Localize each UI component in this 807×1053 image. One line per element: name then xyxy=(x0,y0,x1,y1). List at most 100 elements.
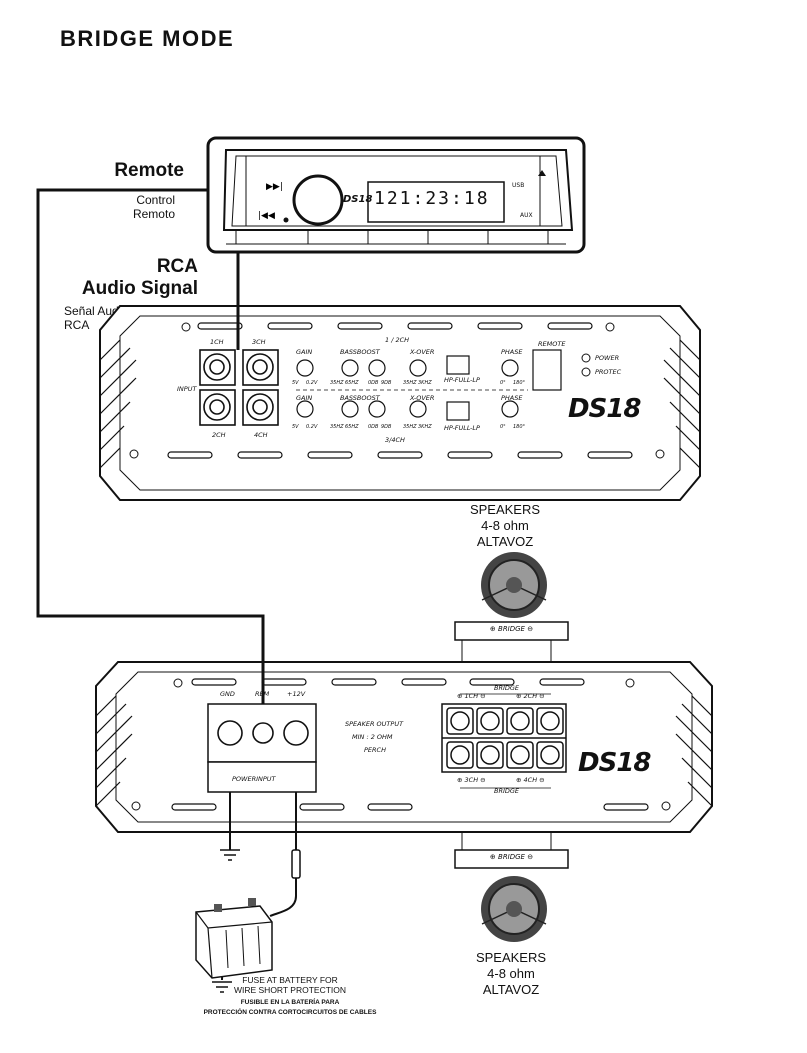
fuse-icon xyxy=(291,849,301,879)
bridge-bottom-terminal-label: BRIDGE xyxy=(494,787,520,795)
bridge-text-top: BRIDGE xyxy=(498,625,525,633)
ch1-terminal: ⊕ 1CH ⊖ xyxy=(457,692,486,700)
hp-full-lp-bottom: HP-FULL-LP xyxy=(444,424,480,432)
per-ch-label: PERCH xyxy=(364,746,386,754)
speaker-bottom xyxy=(481,876,547,942)
bass-db-max-top: 9DB xyxy=(381,380,392,386)
hp-full-lp-top: HP-FULL-LP xyxy=(444,376,480,384)
section-3-4ch: 3/4CH xyxy=(385,436,405,444)
prev-track-icon: |◀◀ xyxy=(258,211,275,221)
rem-label: REM xyxy=(255,690,270,698)
ch3-label: 3CH xyxy=(464,776,479,784)
gain-max-top: 0.2V xyxy=(306,380,318,386)
speakers-top-line1: SPEAKERS xyxy=(469,502,541,517)
control-knobs xyxy=(296,359,519,418)
ch-label-2: 2CH xyxy=(212,431,226,439)
remote-sub2: Remoto xyxy=(132,207,175,221)
remote-label-group: Remote xyxy=(90,160,184,182)
bass-db-max-bottom: 9DB xyxy=(381,424,392,430)
ch-label-4: 4CH xyxy=(254,431,268,439)
amp-top-logo: DS18 xyxy=(568,394,641,424)
bridge-box-bottom xyxy=(454,849,569,869)
protect-led-label: PROTEC xyxy=(595,368,622,376)
speaker-output-label: SPEAKER OUTPUT xyxy=(345,720,404,728)
phase-min-bottom: 0° xyxy=(500,424,506,430)
bass-freq-min-bottom: 35HZ xyxy=(330,424,344,430)
speakers-bottom-caption: SPEAKERS 4-8 ohm ALTAVOZ xyxy=(461,950,561,998)
bass-freq-min-top: 35HZ xyxy=(330,380,344,386)
amplifier-bottom xyxy=(95,661,713,833)
input-label: INPUT xyxy=(177,385,197,393)
bridge-text-bottom: BRIDGE xyxy=(498,853,525,861)
fuse-note-es1: FUSIBLE EN LA BATERÍA PARA xyxy=(240,999,340,1006)
remote-port xyxy=(532,349,562,391)
phase-min-top: 0° xyxy=(500,380,506,386)
eject-icon xyxy=(538,170,546,176)
xover-min-bottom: 35HZ xyxy=(403,424,417,430)
remote-sub-label: Control Remoto xyxy=(100,193,175,221)
ch2-terminal: ⊕ 2CH ⊖ xyxy=(516,692,545,700)
bass-freq-max-bottom: 65HZ xyxy=(345,424,359,430)
ground-symbol xyxy=(220,849,240,861)
speakers-bottom-line1: SPEAKERS xyxy=(475,950,547,965)
remote-label: Remote xyxy=(114,160,184,181)
head-unit-logo: DS18 xyxy=(343,194,373,205)
rca-label-2: Audio Signal xyxy=(81,278,198,299)
bridge-box-top-label: ⊕ BRIDGE ⊖ xyxy=(489,625,534,633)
rca-label: RCA Audio Signal xyxy=(60,256,198,300)
speakers-bottom-line2: 4-8 ohm xyxy=(487,966,535,981)
phase-label-bottom: PHASE xyxy=(501,394,523,402)
gain-min-bottom: 5V xyxy=(292,424,299,430)
rca-sub2: RCA xyxy=(64,318,90,332)
speakers-top-caption: SPEAKERS 4-8 ohm ALTAVOZ xyxy=(455,502,555,550)
gnd-label: GND xyxy=(220,690,235,698)
ch4-terminal: ⊕ 4CH ⊖ xyxy=(516,776,545,784)
phase-max-top: 180° xyxy=(513,380,526,386)
min-ohm-label: MIN : 2 OHM xyxy=(352,733,393,741)
usb-label: USB xyxy=(512,182,525,189)
power-input-label: POWERINPUT xyxy=(232,775,276,783)
page-title: BRIDGE MODE xyxy=(60,26,235,51)
fuse-note-en2: WIRE SHORT PROTECTION xyxy=(233,985,347,995)
xover-label-top: X-OVER xyxy=(410,348,435,356)
xover-max-top: 3KHZ xyxy=(418,380,432,386)
bridge-box-bottom-label: ⊕ BRIDGE ⊖ xyxy=(489,853,534,861)
bass-freq-max-top: 65HZ xyxy=(345,380,359,386)
amp-bottom-logo: DS18 xyxy=(578,748,651,778)
head-unit-display: 121:23:18 xyxy=(374,188,490,209)
xover-min-top: 35HZ xyxy=(403,380,417,386)
bass-db-min-top: 0DB xyxy=(368,380,379,386)
head-unit: ▶▶| |◀◀ xyxy=(206,136,586,254)
remote-sub1: Control xyxy=(136,193,175,207)
speaker-top xyxy=(481,552,547,618)
aux-label: AUX xyxy=(520,212,533,219)
phase-max-bottom: 180° xyxy=(513,424,526,430)
battery-icon xyxy=(195,898,273,979)
ch-label-3: 3CH xyxy=(252,338,266,346)
speakers-bottom-line3: ALTAVOZ xyxy=(482,982,540,997)
fuse-note-en1: FUSE AT BATTERY FOR xyxy=(242,975,338,985)
gain-min-top: 5V xyxy=(292,380,299,386)
xover-max-bottom: 3KHZ xyxy=(418,424,432,430)
plus12v-label: +12V xyxy=(287,690,306,698)
gain-label-bottom: GAIN xyxy=(296,394,313,402)
speakers-top-line3: ALTAVOZ xyxy=(476,534,534,549)
gain-label-top: GAIN xyxy=(296,348,313,356)
bridge-box-top xyxy=(454,621,569,641)
rca-jacks xyxy=(199,349,279,426)
bassboost-label-bottom: BASSBOOST xyxy=(340,394,380,402)
remote-port-label: REMOTE xyxy=(538,340,566,348)
section-1-2ch: 1 / 2CH xyxy=(385,336,410,344)
bridge-top-terminal-label: BRIDGE xyxy=(494,684,520,692)
xover-label-bottom: X-OVER xyxy=(410,394,435,402)
speakers-top-line2: 4-8 ohm xyxy=(481,518,529,533)
ch3-terminal: ⊕ 3CH ⊖ xyxy=(457,776,486,784)
ch-label-1: 1CH xyxy=(210,338,224,346)
ch4-label: 4CH xyxy=(523,776,538,784)
fuse-note-es2: PROTECCIÓN CONTRA CORTOCIRCUITOS DE CABL… xyxy=(203,1009,377,1016)
ch1-label: 1CH xyxy=(464,692,479,700)
next-track-icon: ▶▶| xyxy=(266,182,283,192)
rca-label-1: RCA xyxy=(156,256,198,277)
ground-symbol-battery xyxy=(212,981,232,993)
